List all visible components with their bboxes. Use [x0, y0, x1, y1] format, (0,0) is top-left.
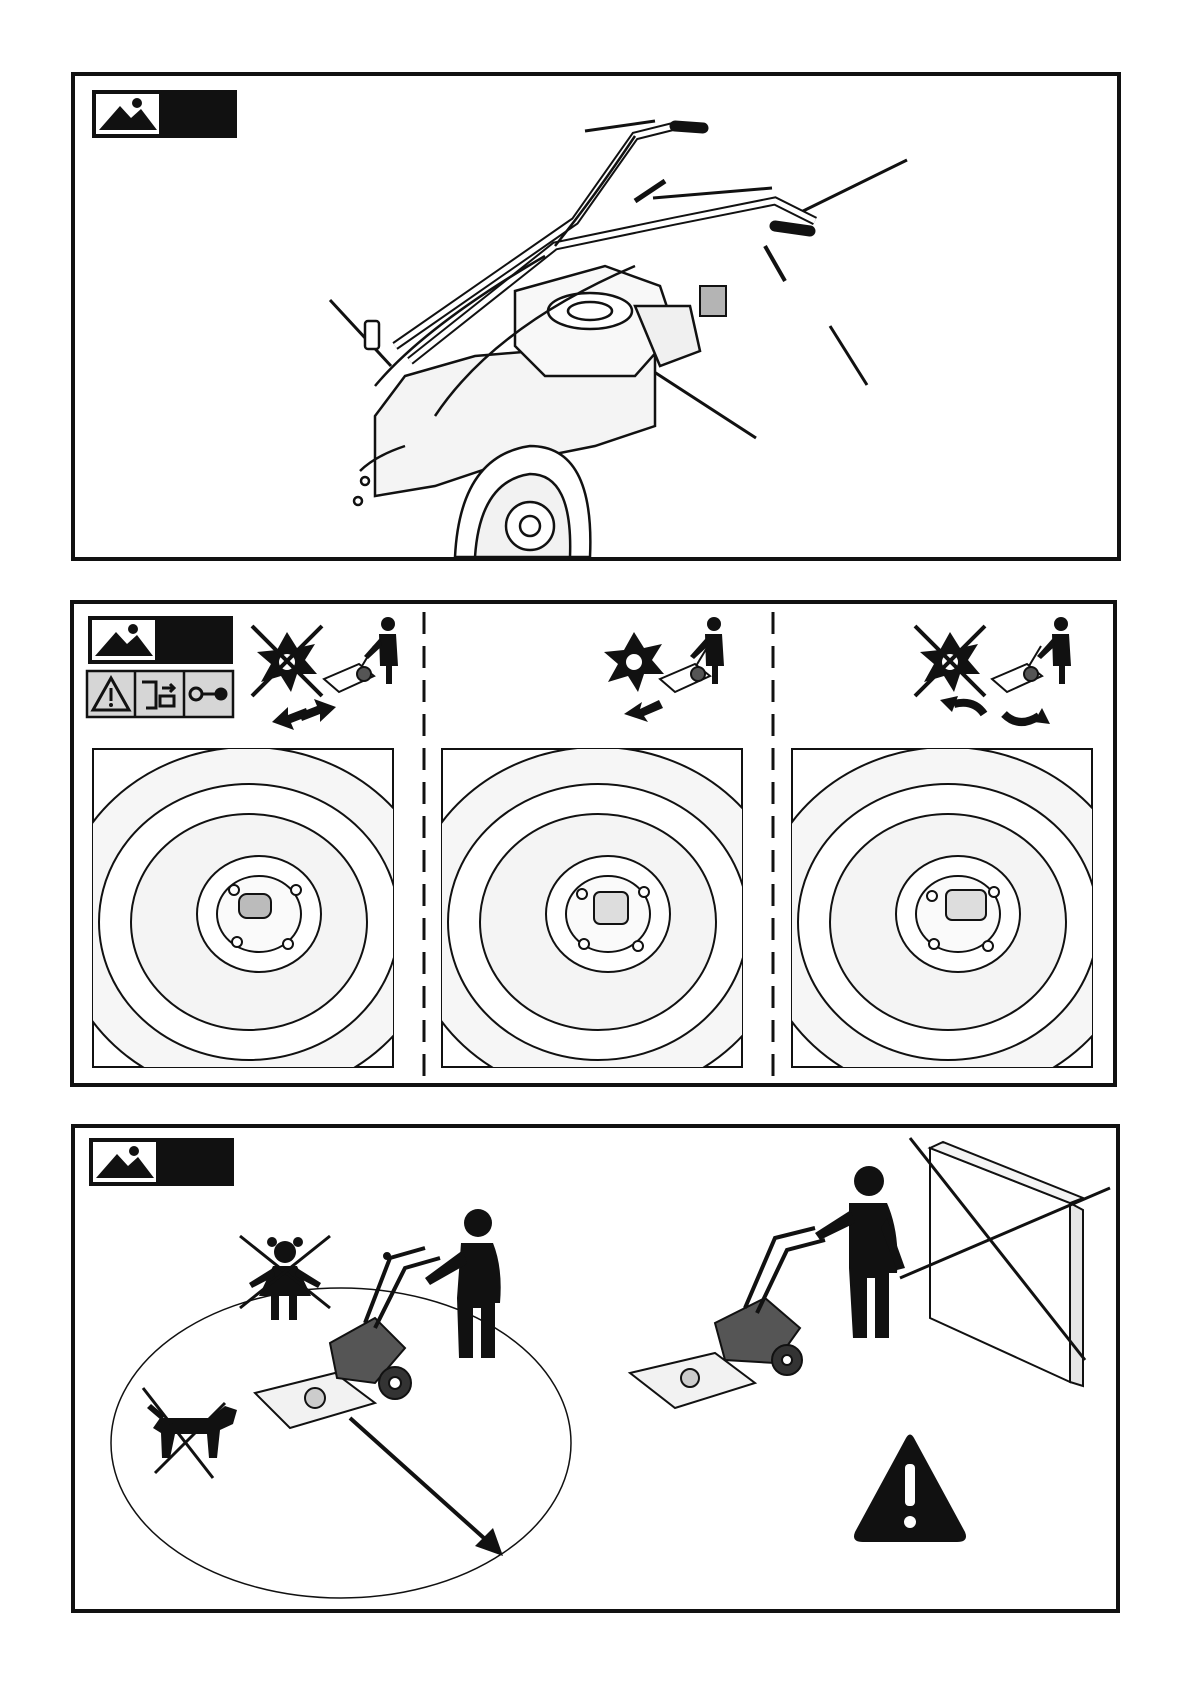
machine-icon: [324, 646, 374, 692]
warning-exclamation-icon: [854, 1435, 966, 1543]
wheel-box-3: [758, 747, 1113, 1083]
step-3-symbols: [915, 617, 1071, 724]
machine-icon: [992, 646, 1042, 692]
step-2-symbols: [604, 617, 724, 722]
operator-icon: [1037, 617, 1071, 684]
safety-distance-illustration: [75, 1128, 1116, 1609]
wall-obstacle: [930, 1142, 1083, 1386]
safety-symbols: [87, 671, 233, 717]
step-1-symbols: [252, 617, 398, 730]
reference-swatch: [700, 286, 726, 316]
wheel-box-2: [408, 747, 788, 1083]
blade-icon: [604, 632, 664, 692]
machine-handlebar-illustration: [75, 76, 1117, 557]
figure-panel-2: [70, 600, 1117, 1087]
forward-arrow-icon: [624, 700, 663, 722]
figure-panel-3: [71, 1124, 1120, 1613]
move-arrows-icon: [272, 699, 336, 730]
safety-zone-ellipse: [111, 1288, 571, 1598]
operator-icon: [425, 1209, 501, 1358]
image-icon: [89, 1138, 234, 1186]
image-icon: [92, 90, 237, 138]
operator-icon: [815, 1166, 905, 1338]
turn-arrows-icon: [954, 703, 1039, 722]
wheel-box-1: [74, 747, 439, 1083]
machine-icon: [660, 646, 710, 692]
figure-panel-1: [71, 72, 1121, 561]
mower-drawing: [630, 1228, 825, 1408]
wheel-steps-illustration: [74, 604, 1113, 1083]
child-icon: [249, 1237, 321, 1320]
radius-arrow: [350, 1418, 503, 1556]
image-icon: [88, 616, 233, 664]
